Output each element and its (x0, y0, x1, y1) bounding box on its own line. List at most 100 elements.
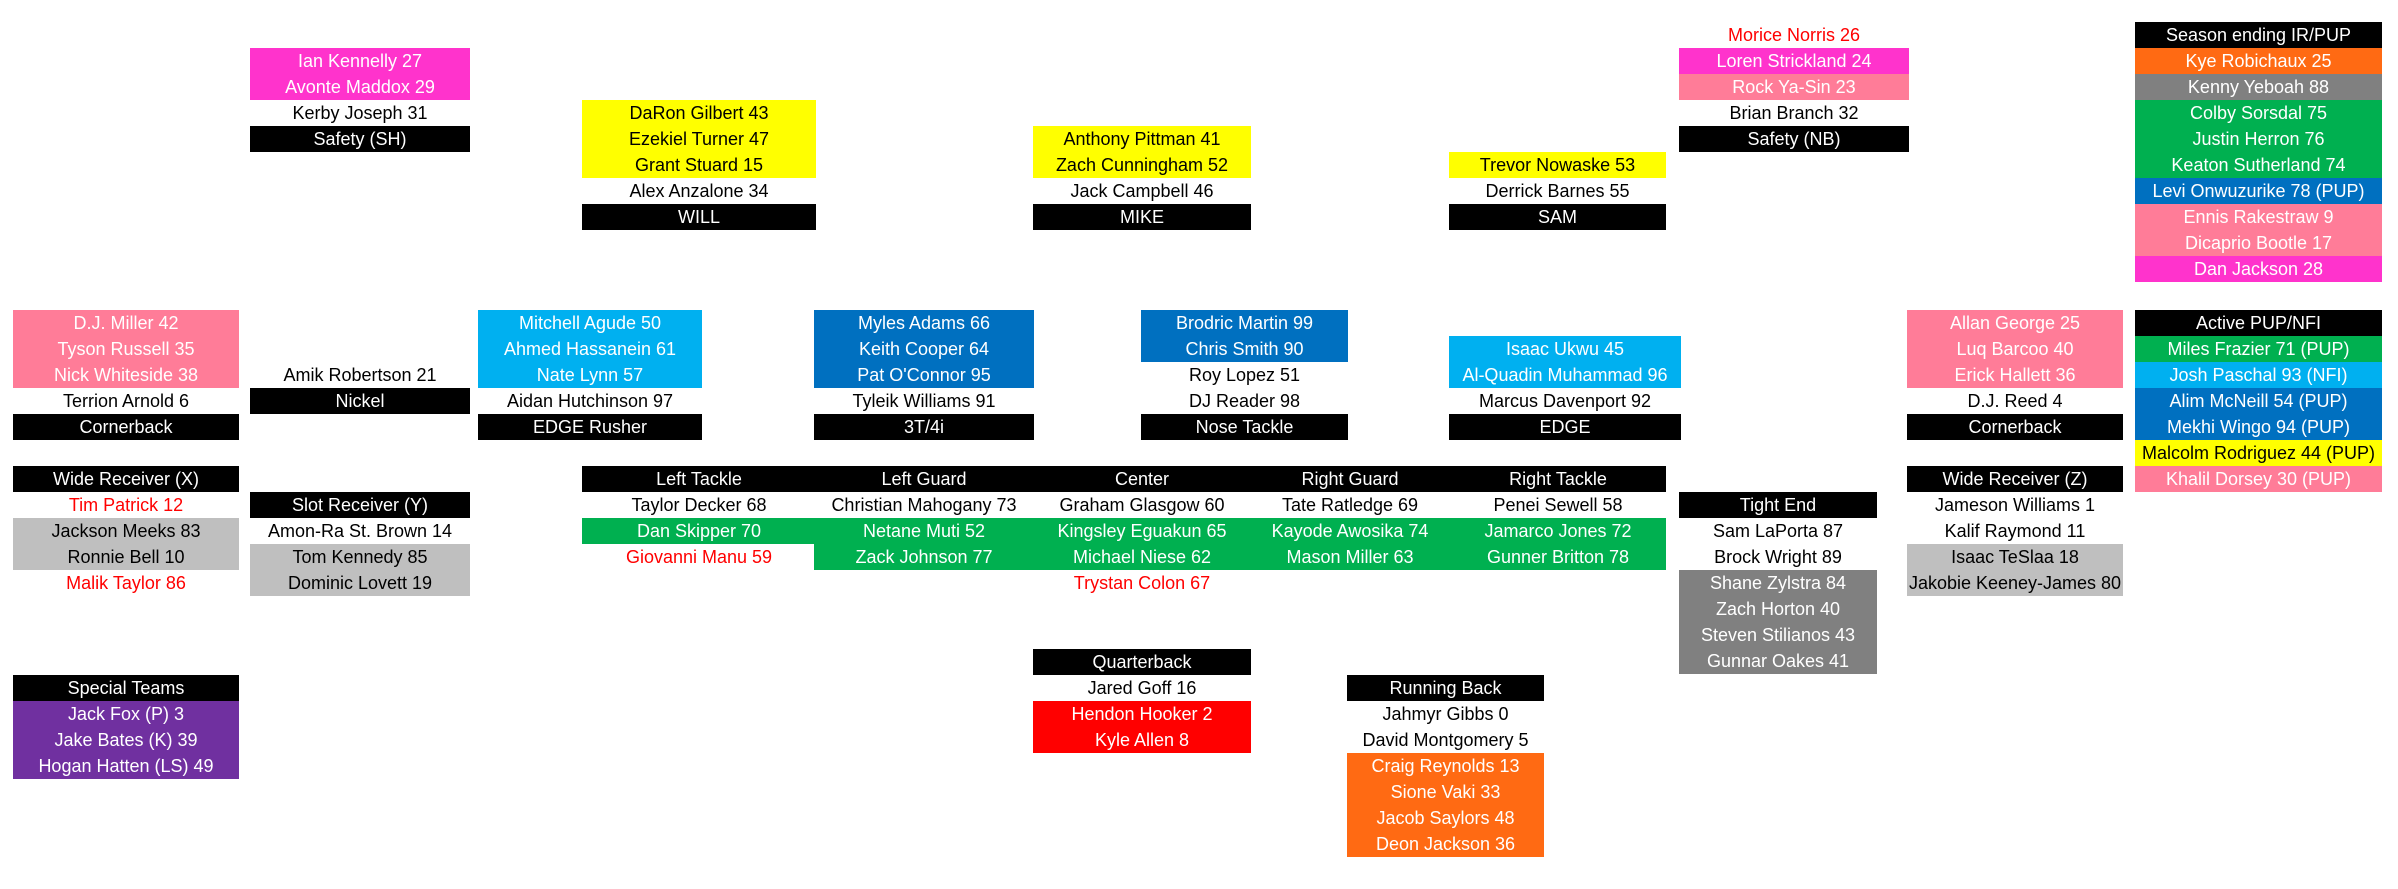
position-header: Left Tackle (582, 466, 816, 492)
player-entry: Erick Hallett 36 (1907, 362, 2123, 388)
position-header: EDGE Rusher (478, 414, 702, 440)
player-entry: D.J. Reed 4 (1967, 391, 2063, 411)
position-header: Quarterback (1033, 649, 1251, 675)
player-entry: Hendon Hooker 2 (1033, 701, 1251, 727)
player-entry: Trevor Nowaske 53 (1449, 152, 1666, 178)
player-entry: Isaac TeSlaa 18 (1907, 544, 2123, 570)
position-header: Safety (NB) (1679, 126, 1909, 152)
player-entry: Amik Robertson 21 (283, 365, 437, 385)
player-entry: Grant Stuard 15 (582, 152, 816, 178)
position-header: Center (1034, 466, 1250, 492)
player-entry: Josh Paschal 93 (NFI) (2135, 362, 2382, 388)
player-entry: Dominic Lovett 19 (250, 570, 470, 596)
position-header: WILL (582, 204, 816, 230)
player-entry: Justin Herron 76 (2135, 126, 2382, 152)
player-entry: Jackson Meeks 83 (13, 518, 239, 544)
player-entry: Dicaprio Bootle 17 (2135, 230, 2382, 256)
player-entry: Amon-Ra St. Brown 14 (267, 521, 453, 541)
player-entry: Dan Jackson 28 (2135, 256, 2382, 282)
player-entry: Dan Skipper 70 (582, 518, 816, 544)
player-entry: Khalil Dorsey 30 (PUP) (2135, 466, 2382, 492)
player-entry: Ian Kennelly 27 (250, 48, 470, 74)
position-header: MIKE (1033, 204, 1251, 230)
position-header: Tight End (1679, 492, 1877, 518)
player-entry: Penei Sewell 58 (1493, 495, 1623, 515)
position-header: Safety (SH) (250, 126, 470, 152)
player-entry: Morice Norris 26 (1727, 25, 1861, 45)
player-entry: Ahmed Hassanein 61 (478, 336, 702, 362)
position-header: Wide Receiver (Z) (1907, 466, 2123, 492)
player-entry: Marcus Davenport 92 (1478, 391, 1652, 411)
position-header: Left Guard (814, 466, 1034, 492)
player-entry: Tate Ratledge 69 (1281, 495, 1419, 515)
player-entry: Loren Strickland 24 (1679, 48, 1909, 74)
position-header: Right Tackle (1450, 466, 1666, 492)
position-header: Running Back (1347, 675, 1544, 701)
player-entry: Kingsley Eguakun 65 (1034, 518, 1250, 544)
position-header: Nose Tackle (1141, 414, 1348, 440)
player-entry: Mason Miller 63 (1250, 544, 1450, 570)
position-header: 3T/4i (814, 414, 1034, 440)
group-wr-y: Slot Receiver (Y) Amon-Ra St. Brown 14 Tom… (250, 492, 470, 596)
player-entry: Kenny Yeboah 88 (2135, 74, 2382, 100)
position-header: Cornerback (1907, 414, 2123, 440)
player-entry: Alim McNeill 54 (PUP) (2135, 388, 2382, 414)
player-entry: Terrion Arnold 6 (62, 391, 190, 411)
player-entry: DJ Reader 98 (1188, 391, 1301, 411)
player-entry: D.J. Miller 42 (13, 310, 239, 336)
player-entry: Trystan Colon 67 (1073, 573, 1211, 593)
player-entry: Kyle Allen 8 (1033, 727, 1251, 753)
player-entry: Malik Taylor 86 (66, 573, 186, 593)
player-entry: Chris Smith 90 (1141, 336, 1348, 362)
player-entry: Aidan Hutchinson 97 (506, 391, 674, 411)
player-entry: Ronnie Bell 10 (13, 544, 239, 570)
position-header: Active PUP/NFI (2135, 310, 2382, 336)
position-header: Cornerback (13, 414, 239, 440)
player-entry: Tom Kennedy 85 (250, 544, 470, 570)
player-entry: Miles Frazier 71 (PUP) (2135, 336, 2382, 362)
player-entry: Craig Reynolds 13 (1347, 753, 1544, 779)
player-entry: Mitchell Agude 50 (478, 310, 702, 336)
player-entry: Michael Niese 62 (1034, 544, 1250, 570)
player-entry: Levi Onwuzurike 78 (PUP) (2135, 178, 2382, 204)
player-entry: Mekhi Wingo 94 (PUP) (2135, 414, 2382, 440)
player-entry: Al-Quadin Muhammad 96 (1449, 362, 1681, 388)
player-entry: Isaac Ukwu 45 (1449, 336, 1681, 362)
player-entry: Colby Sorsdal 75 (2135, 100, 2382, 126)
player-entry: Keith Cooper 64 (814, 336, 1034, 362)
player-entry: Gunnar Oakes 41 (1679, 648, 1877, 674)
position-header: Slot Receiver (Y) (250, 492, 470, 518)
position-header: Wide Receiver (X) (13, 466, 239, 492)
player-entry: Pat O'Connor 95 (814, 362, 1034, 388)
player-entry: Kayode Awosika 74 (1250, 518, 1450, 544)
player-entry: Tyson Russell 35 (13, 336, 239, 362)
position-header: Special Teams (13, 675, 239, 701)
player-entry: Brian Branch 32 (1729, 103, 1859, 123)
player-entry: Deon Jackson 36 (1347, 831, 1544, 857)
player-entry: Luq Barcoo 40 (1907, 336, 2123, 362)
player-entry: DaRon Gilbert 43 (582, 100, 816, 126)
player-entry: Giovanni Manu 59 (625, 547, 773, 567)
player-entry: Kalif Raymond 11 (1944, 521, 2086, 541)
player-entry: Nick Whiteside 38 (13, 362, 239, 388)
player-entry: Rock Ya-Sin 23 (1679, 74, 1909, 100)
player-entry: Kye Robichaux 25 (2135, 48, 2382, 74)
player-entry: David Montgomery 5 (1362, 730, 1529, 750)
player-entry: Shane Zylstra 84 (1679, 570, 1877, 596)
